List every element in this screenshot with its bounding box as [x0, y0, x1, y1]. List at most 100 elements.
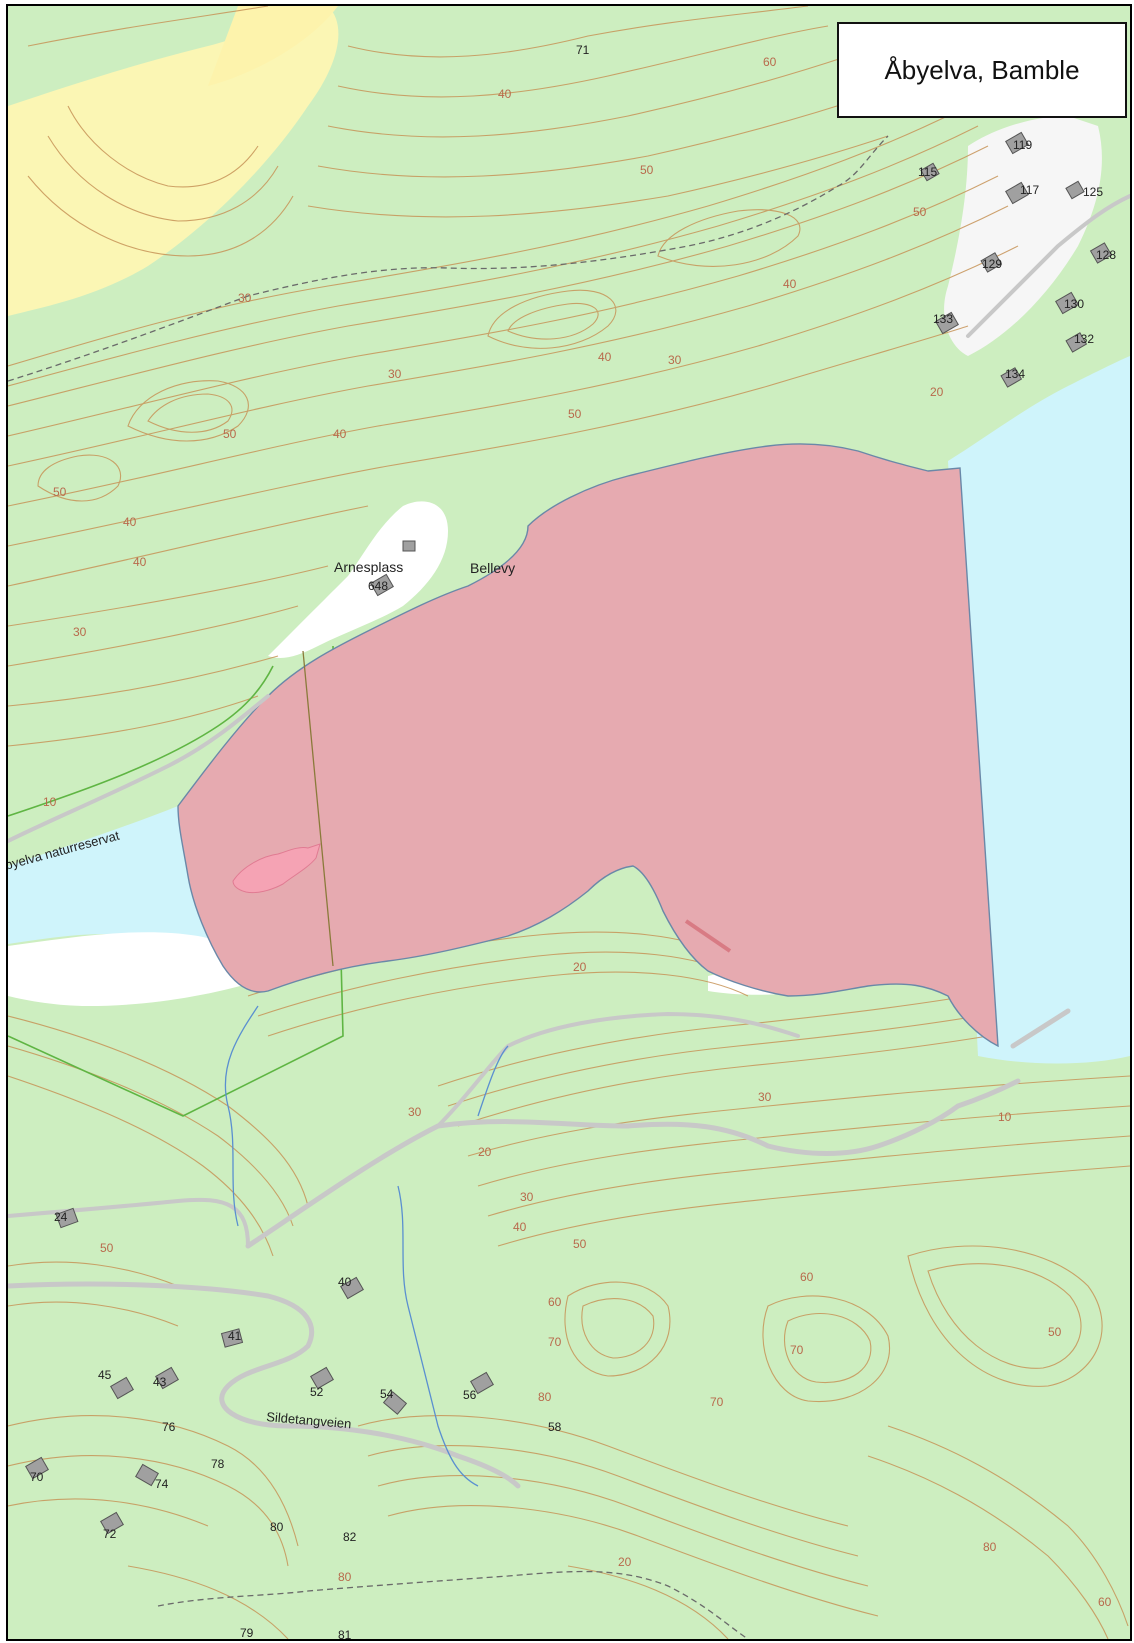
road-north: [436, 1011, 800, 1128]
house-number: 130: [1064, 297, 1084, 311]
house-number: 80: [270, 1520, 284, 1534]
house-number: 82: [343, 1530, 357, 1544]
contour-label: 10: [998, 1110, 1012, 1124]
open-field-area-2: [208, 6, 338, 86]
house-number: 125: [1083, 185, 1103, 199]
house-number: 133: [933, 312, 953, 326]
contour-label: 30: [520, 1190, 534, 1204]
contour-label: 50: [1048, 1325, 1062, 1339]
open-field-area: [8, 6, 339, 316]
house-number: 74: [155, 1477, 169, 1491]
contour-label: 60: [800, 1270, 814, 1284]
contour-label: 10: [43, 795, 57, 809]
contour-label: 40: [333, 427, 347, 441]
house-number: 117: [1020, 183, 1039, 197]
house-number: 79: [240, 1626, 254, 1639]
house-number: 24: [54, 1210, 68, 1224]
contour-label: 70: [790, 1343, 804, 1357]
streams: [224, 1005, 509, 1487]
footpaths: [8, 135, 889, 1639]
contour-label: 30: [388, 367, 402, 381]
road-east: [245, 1078, 1021, 1249]
contour-label-group: 40 50 60 30 30 40 50 40 30 20 10 20 30 1…: [43, 55, 1112, 1609]
small-pier: [684, 919, 732, 953]
contour-label: 60: [548, 1295, 562, 1309]
contour-label: 50: [640, 163, 654, 177]
lake-east: [948, 356, 1130, 1064]
contour-label: 80: [983, 1540, 997, 1554]
contour-label: 70: [710, 1395, 724, 1409]
contour-label: 70: [548, 1335, 562, 1349]
house-number: 129: [982, 257, 1002, 271]
topographic-map[interactable]: 40 50 60 30 30 40 50 40 30 20 10 20 30 1…: [8, 6, 1130, 1639]
open-area-arnesplass: [268, 501, 448, 658]
contour-label: 50: [223, 427, 237, 441]
house-number: 40: [338, 1275, 352, 1289]
place-name-bellevy: Bellevy: [470, 560, 515, 576]
contour-label: 30: [73, 625, 87, 639]
house-number: 128: [1096, 248, 1116, 262]
small-pond: [232, 843, 321, 894]
place-name-arnesplass: Arnesplass: [334, 559, 403, 575]
contour-label: 50: [568, 407, 582, 421]
contour-label: 40: [133, 555, 147, 569]
house-number: 81: [338, 1628, 352, 1639]
contour-label: 40: [513, 1220, 527, 1234]
contour-label: 50: [573, 1237, 587, 1251]
contour-label: 40: [123, 515, 137, 529]
contour-label: 30: [238, 291, 252, 305]
contour-label: 20: [478, 1145, 492, 1159]
open-area-riverbank: [8, 932, 258, 1006]
house-number: 132: [1074, 332, 1094, 346]
contour-label: 40: [498, 87, 512, 101]
contour-label: 40: [598, 350, 612, 364]
contour-label: 80: [538, 1390, 552, 1404]
contour-label: 40: [783, 277, 797, 291]
contour-label: 20: [573, 960, 587, 974]
house-number: 45: [98, 1368, 112, 1382]
house-number: 71: [576, 43, 590, 57]
contour-label: 20: [618, 1555, 632, 1569]
house-number: 134: [1005, 367, 1025, 381]
house-number: 56: [463, 1388, 477, 1402]
main-road: [8, 694, 270, 843]
river-west: [8, 806, 233, 944]
house-number: 78: [211, 1457, 225, 1471]
map-title: Åbyelva, Bamble: [884, 54, 1080, 85]
road-settlement: [966, 194, 1130, 338]
map-title-box: Åbyelva, Bamble: [837, 22, 1127, 118]
protected-area-polygon[interactable]: [177, 443, 999, 1048]
open-area-settlement: [944, 116, 1102, 356]
house-number: 70: [30, 1470, 44, 1484]
house-number: 115: [918, 165, 937, 179]
contour-label: 60: [1098, 1595, 1112, 1609]
house-number: 119: [1013, 138, 1032, 152]
road-west: [8, 1197, 250, 1248]
roads: [8, 194, 1130, 1489]
road-sildetangveien: [8, 1281, 521, 1489]
house-number: 52: [310, 1385, 324, 1399]
contour-label: 30: [668, 353, 682, 367]
buildings: [25, 131, 1113, 1535]
internal-boundary-line: [302, 650, 334, 967]
contour-label: 60: [763, 55, 777, 69]
contour-label: 50: [53, 485, 67, 499]
contour-label: 20: [930, 385, 944, 399]
contour-label: 80: [338, 1570, 352, 1584]
contour-label: 30: [408, 1105, 422, 1119]
house-number-group: 71 119 115 117 125 128 129 130 132 133 1…: [30, 43, 1116, 1639]
contour-label: 50: [913, 205, 927, 219]
map-frame: 40 50 60 30 30 40 50 40 30 20 10 20 30 1…: [6, 4, 1132, 1641]
contour-label: 50: [100, 1241, 114, 1255]
house-number: 54: [380, 1387, 394, 1401]
house-number: 41: [228, 1329, 242, 1343]
house-number: 43: [153, 1375, 167, 1389]
contour-label: 30: [758, 1090, 772, 1104]
house-number: 58: [548, 1420, 562, 1434]
pier-east: [1010, 1008, 1071, 1049]
road-name-sildetangveien: Sildetangveien: [266, 1409, 352, 1431]
house-number: 76: [162, 1420, 176, 1434]
house-number: 648: [368, 579, 388, 593]
contour-lines: [8, 6, 1130, 1639]
house-number: 72: [103, 1527, 117, 1541]
